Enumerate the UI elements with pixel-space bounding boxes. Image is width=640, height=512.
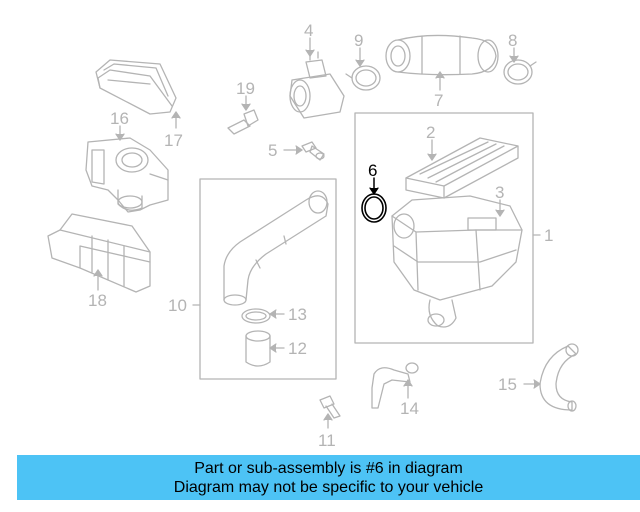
banner-line-disclaimer: Diagram may not be specific to your vehi… [173,479,484,496]
arrow-12 [269,343,277,353]
callout-17: 17 [164,131,183,150]
part-17-resonator-cover[interactable] [95,59,177,115]
arrow-17 [171,111,181,119]
arrow-18 [93,269,103,277]
part-10-intake-tube[interactable] [223,190,329,306]
group-box-intake-tube [199,178,337,380]
arrow-2 [427,153,437,161]
part-6-gasket[interactable] [361,193,387,223]
arrow-3 [495,209,505,217]
arrow-11 [323,413,333,421]
arrow-9 [355,59,365,67]
callout-1: 1 [544,226,553,245]
part-7-intake-boot[interactable] [385,34,499,76]
part-18-air-duct[interactable] [47,213,151,293]
arrow-8 [509,55,519,63]
part-8-clamp[interactable] [503,59,537,85]
part-3-air-cleaner-housing[interactable] [391,195,523,328]
callout-11: 11 [318,431,336,450]
part-5-bolt[interactable] [301,141,325,161]
callout-9: 9 [354,31,363,50]
arrow-7 [435,71,445,79]
parts-diagram: 1 2 3 4 5 6 7 8 9 10 11 12 13 14 15 16 1… [47,21,579,450]
callout-19: 19 [236,79,255,98]
callout-3: 3 [495,183,504,202]
callout-16: 16 [110,109,129,128]
part-15-elbow-hose[interactable] [539,343,579,412]
part-9-clamp[interactable] [345,65,381,91]
arrow-13 [269,309,277,319]
part-2-air-filter[interactable] [405,137,519,199]
arrow-6 [369,187,379,195]
group-box-air-cleaner [354,112,534,344]
part-12-sleeve[interactable] [245,330,271,367]
callout-14: 14 [400,399,419,418]
callout-4: 4 [304,21,313,40]
arrow-19 [241,103,251,111]
callout-6: 6 [368,161,377,180]
notice-banner: Part or sub-assembly is #6 in diagram Di… [17,455,640,500]
callout-15: 15 [498,375,517,394]
callout-7: 7 [434,91,443,110]
part-14-hose[interactable] [371,362,419,409]
callout-18: 18 [88,291,107,310]
callout-5: 5 [268,141,277,160]
arrow-5 [295,145,303,155]
part-13-gasket[interactable] [241,308,271,324]
callout-2: 2 [426,123,435,142]
part-19-bolt[interactable] [227,109,259,135]
arrow-15 [533,379,541,389]
banner-line-part-number: Part or sub-assembly is #6 in diagram [194,460,463,477]
part-11-bolt[interactable] [319,395,341,419]
callout-10: 10 [168,296,187,315]
callout-8: 8 [508,31,517,50]
arrow-16 [115,133,125,141]
arrow-4 [305,49,315,57]
callout-12: 12 [288,339,307,358]
callout-13: 13 [288,305,307,324]
part-4-maf-sensor[interactable] [289,51,345,119]
arrow-14 [403,379,413,387]
part-16-resonator[interactable] [85,137,169,213]
